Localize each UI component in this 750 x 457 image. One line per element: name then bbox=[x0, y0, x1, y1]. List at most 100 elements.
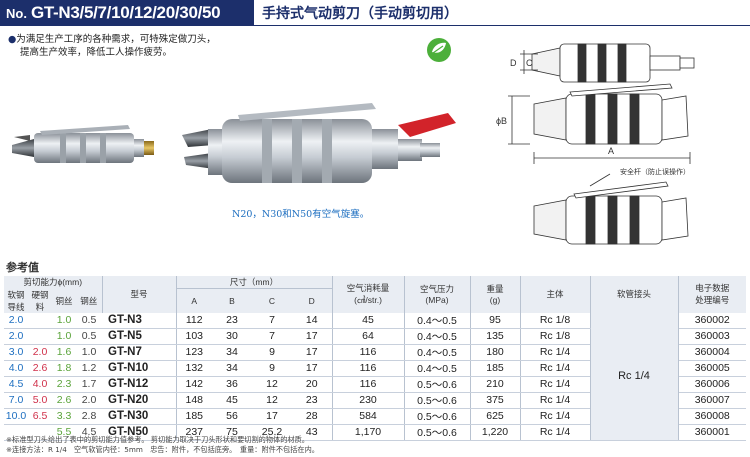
cell-c1: 2.0 bbox=[4, 312, 28, 329]
cell-model: GT-N7 bbox=[102, 344, 176, 361]
cell-a: 148 bbox=[175, 392, 212, 409]
cell-model: GT-N20 bbox=[102, 392, 176, 409]
small-nipper-photo bbox=[12, 125, 154, 163]
cut-sub-hard-steel: 硬钢料 bbox=[28, 288, 52, 313]
cell-pressure: 0.4～0.5 bbox=[403, 344, 470, 361]
cell-c4: 0.5 bbox=[76, 328, 102, 345]
cell-c: 7 bbox=[252, 328, 292, 345]
model-range: GT-N3/5/7/10/12/20/30/50 bbox=[30, 3, 221, 22]
cell-a: 103 bbox=[175, 328, 212, 345]
cell-a: 142 bbox=[175, 376, 212, 393]
cell-c4: 4.5 bbox=[76, 424, 102, 441]
page-header: No. GT-N3/5/7/10/12/20/30/50 手持式气动剪刀（手动剪… bbox=[0, 0, 750, 26]
cell-a: 123 bbox=[175, 344, 212, 361]
cell-b: 34 bbox=[212, 344, 252, 361]
weight-header: 重量(g) bbox=[469, 276, 520, 313]
cut-sub-soft-wire: 软钢导线 bbox=[4, 288, 28, 313]
cut-capacity-header: 剪切能力ϕ(mm) bbox=[4, 276, 102, 289]
cell-pressure: 0.5～0.6 bbox=[403, 376, 470, 393]
cut-sub-steel-wire: 钢丝 bbox=[76, 288, 102, 313]
cell-weight: 1,220 bbox=[469, 424, 520, 441]
cell-pressure: 0.5～0.6 bbox=[403, 392, 470, 409]
cell-d: 20 bbox=[292, 376, 332, 393]
cell-b: 34 bbox=[212, 360, 252, 377]
cell-c1: 10.0 bbox=[4, 408, 28, 425]
cell-c3: 2.3 bbox=[52, 376, 76, 393]
cell-pressure: 0.5～0.6 bbox=[403, 408, 470, 425]
size-col-a: A bbox=[175, 288, 212, 313]
cell-c: 12 bbox=[252, 376, 292, 393]
cell-pressure: 0.5～0.6 bbox=[403, 424, 470, 441]
cell-air: 116 bbox=[331, 360, 404, 377]
product-photos bbox=[12, 103, 456, 183]
cell-body: Rc 1/4 bbox=[519, 408, 590, 425]
cell-c1: 3.0 bbox=[4, 344, 28, 361]
cell-air: 116 bbox=[331, 376, 404, 393]
product-description: ●为满足生产工序的各种需求，可特殊定做刀头， 提高生产效率，降低工人操作疲劳。 bbox=[8, 33, 216, 59]
cell-pressure: 0.4～0.5 bbox=[403, 312, 470, 329]
cell-c4: 2.0 bbox=[76, 392, 102, 409]
cell-weight: 135 bbox=[469, 328, 520, 345]
cell-c4: 1.2 bbox=[76, 360, 102, 377]
cell-c1: 4.0 bbox=[4, 360, 28, 377]
cell-c3: 1.8 bbox=[52, 360, 76, 377]
cell-c: 9 bbox=[252, 344, 292, 361]
cell-body: Rc 1/4 bbox=[519, 376, 590, 393]
safety-lever-label: 安全杆（防止误操作） bbox=[620, 167, 690, 176]
cell-air: 45 bbox=[331, 312, 404, 329]
cell-air: 1,170 bbox=[331, 424, 404, 441]
cell-c3: 1.0 bbox=[52, 312, 76, 329]
size-col-b: B bbox=[212, 288, 252, 313]
cell-code: 360007 bbox=[678, 392, 746, 409]
cell-c2: 5.0 bbox=[28, 392, 52, 409]
cell-body: Rc 1/4 bbox=[519, 344, 590, 361]
cell-c4: 1.0 bbox=[76, 344, 102, 361]
description-line-1: 为满足生产工序的各种需求，可特殊定做刀头， bbox=[16, 34, 216, 45]
cell-d: 17 bbox=[292, 360, 332, 377]
cell-code: 360008 bbox=[678, 408, 746, 425]
cell-air: 230 bbox=[331, 392, 404, 409]
cell-c: 7 bbox=[252, 312, 292, 329]
cell-code: 360006 bbox=[678, 376, 746, 393]
cell-weight: 625 bbox=[469, 408, 520, 425]
cell-code: 360002 bbox=[678, 312, 746, 329]
cell-air: 584 bbox=[331, 408, 404, 425]
cell-c2 bbox=[28, 328, 52, 345]
cell-weight: 180 bbox=[469, 344, 520, 361]
cell-a: 132 bbox=[175, 360, 212, 377]
cell-c2: 4.0 bbox=[28, 376, 52, 393]
large-nipper-photo bbox=[182, 103, 456, 183]
safety-view-drawing bbox=[533, 173, 689, 245]
footnote-line-1: ※标准型刀头给出了表中的剪切能力值参考。 剪切能力取决于刀头形状和要切割的物体的… bbox=[6, 435, 309, 444]
cell-b: 36 bbox=[212, 376, 252, 393]
cell-d: 17 bbox=[292, 328, 332, 345]
hose-header: 软管接头 bbox=[589, 276, 678, 313]
cell-code: 360003 bbox=[678, 328, 746, 345]
top-view-drawing bbox=[520, 43, 695, 83]
air-consumption-header: 空气消耗量(㎤/str.) bbox=[331, 276, 404, 313]
footnote-line-2: ※连接方法：R 1/4 空气软管内径：5mm 忠告：附件，不包括底旁。 重量：附… bbox=[6, 445, 319, 454]
photo-caption: N20，N30和N50有空气旋塞。 bbox=[232, 209, 370, 220]
side-view-drawing bbox=[508, 83, 691, 164]
cell-b: 23 bbox=[212, 312, 252, 329]
cell-c2: 2.0 bbox=[28, 344, 52, 361]
cell-c: 9 bbox=[252, 360, 292, 377]
cell-c2 bbox=[28, 312, 52, 329]
model-header: 型号 bbox=[101, 276, 176, 313]
air-pressure-header: 空气压力(MPa) bbox=[403, 276, 470, 313]
code-header: 电子数据处理编号 bbox=[677, 276, 746, 313]
size-header: 尺寸（mm） bbox=[175, 276, 332, 289]
cell-d: 17 bbox=[292, 344, 332, 361]
dim-label-c: C bbox=[526, 58, 533, 68]
bullet-icon: ● bbox=[8, 34, 17, 45]
cell-c3: 1.0 bbox=[52, 328, 76, 345]
cell-body: Rc 1/8 bbox=[519, 312, 590, 329]
cell-model: GT-N10 bbox=[102, 360, 176, 377]
footnotes: ※标准型刀头给出了表中的剪切能力值参考。 剪切能力取决于刀头形状和要切割的物体的… bbox=[6, 435, 319, 455]
cell-b: 45 bbox=[212, 392, 252, 409]
